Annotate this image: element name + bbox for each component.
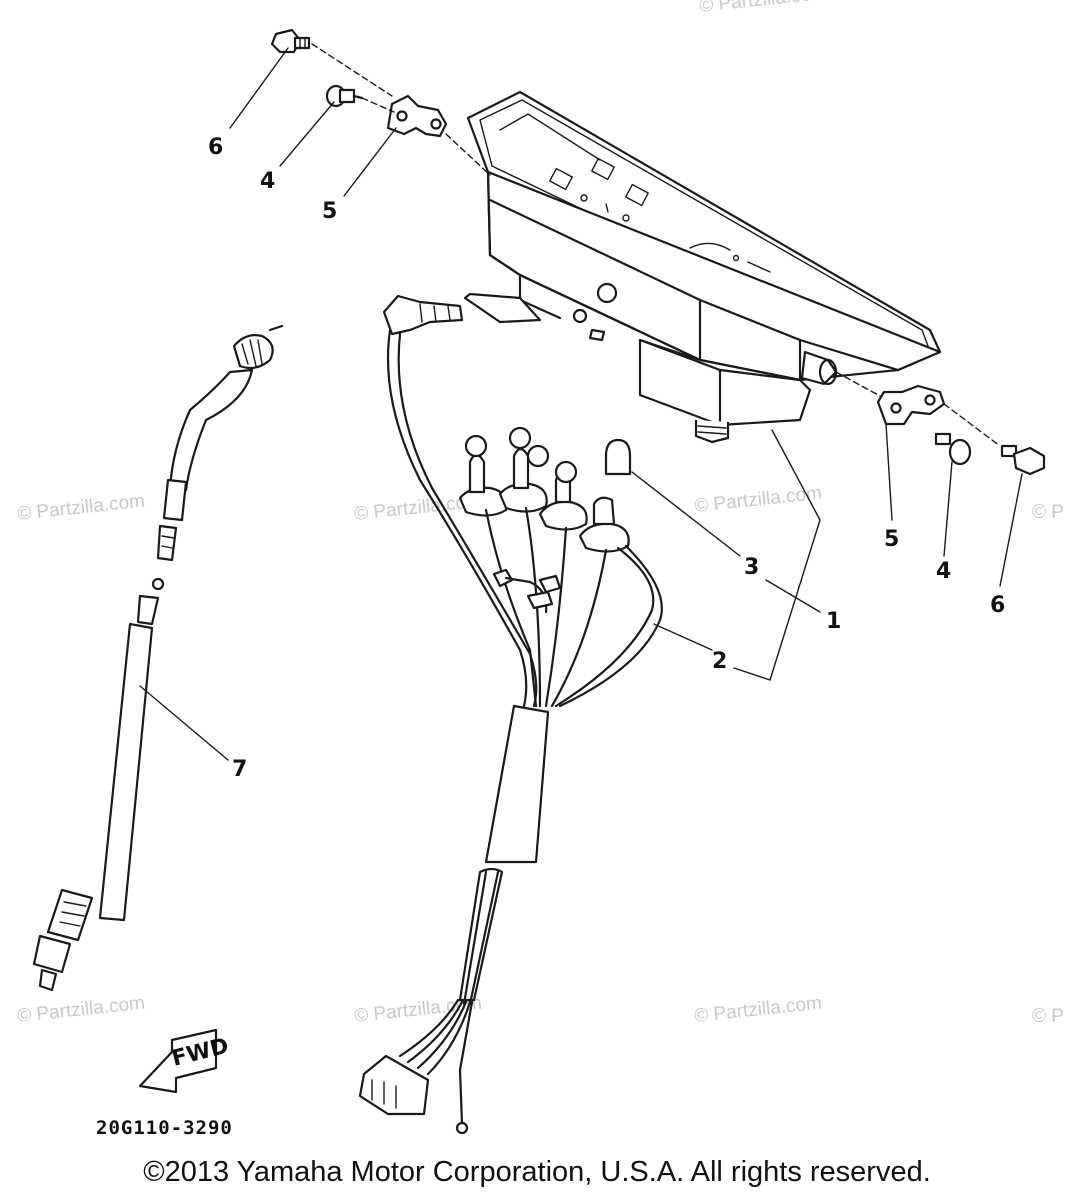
- leader-line: [653, 623, 713, 651]
- leader-line: [733, 667, 771, 681]
- screw-upper: [270, 28, 311, 54]
- leader-line: [631, 471, 741, 557]
- diagram-code: 20G110-3290: [96, 1117, 233, 1139]
- watermark: © Partzilla.com: [16, 993, 146, 1027]
- bracket-upper: [386, 94, 448, 138]
- grommet-upper: [325, 84, 364, 108]
- leader-line: [765, 579, 821, 613]
- screw-lower: [1000, 444, 1046, 476]
- wire-harness: [358, 294, 663, 1135]
- callout-3: 3: [744, 555, 759, 580]
- watermark: © P: [1032, 502, 1064, 523]
- watermark: © P: [1032, 1006, 1064, 1027]
- callout-5: 5: [322, 199, 337, 224]
- bracket-lower: [876, 384, 946, 426]
- watermark: © Partzilla.com: [693, 993, 823, 1027]
- leader-line: [229, 47, 289, 129]
- bulb-socket: [458, 434, 508, 517]
- forward-direction-arrow: FWD: [138, 1028, 231, 1094]
- callout-5: 5: [884, 527, 899, 552]
- bulb-part-3: [604, 438, 632, 476]
- leader-line: [769, 429, 821, 681]
- callout-2: 2: [712, 649, 727, 674]
- leader-line: [139, 685, 229, 761]
- leader-line: [885, 423, 893, 521]
- watermark: © Partzilla.com: [698, 0, 828, 17]
- leader-line: [943, 461, 953, 557]
- leader-line: [343, 127, 397, 197]
- bulb-socket: [538, 460, 588, 531]
- leader-line: [279, 101, 335, 167]
- bulb-socket: [578, 496, 630, 553]
- callout-1: 1: [826, 609, 841, 634]
- callout-4: 4: [936, 559, 951, 584]
- copyright-notice: ©2013 Yamaha Motor Corporation, U.S.A. A…: [143, 1156, 931, 1188]
- meter-assembly: [463, 90, 942, 444]
- callout-6: 6: [208, 135, 223, 160]
- callout-6: 6: [990, 593, 1005, 618]
- watermark: © Partzilla.com: [16, 491, 146, 525]
- speedometer-cable: [32, 324, 284, 992]
- leader-line: [999, 473, 1023, 587]
- grommet-lower: [934, 432, 972, 466]
- bulb-socket: [498, 426, 550, 513]
- callout-4: 4: [260, 169, 275, 194]
- callout-7: 7: [232, 757, 247, 782]
